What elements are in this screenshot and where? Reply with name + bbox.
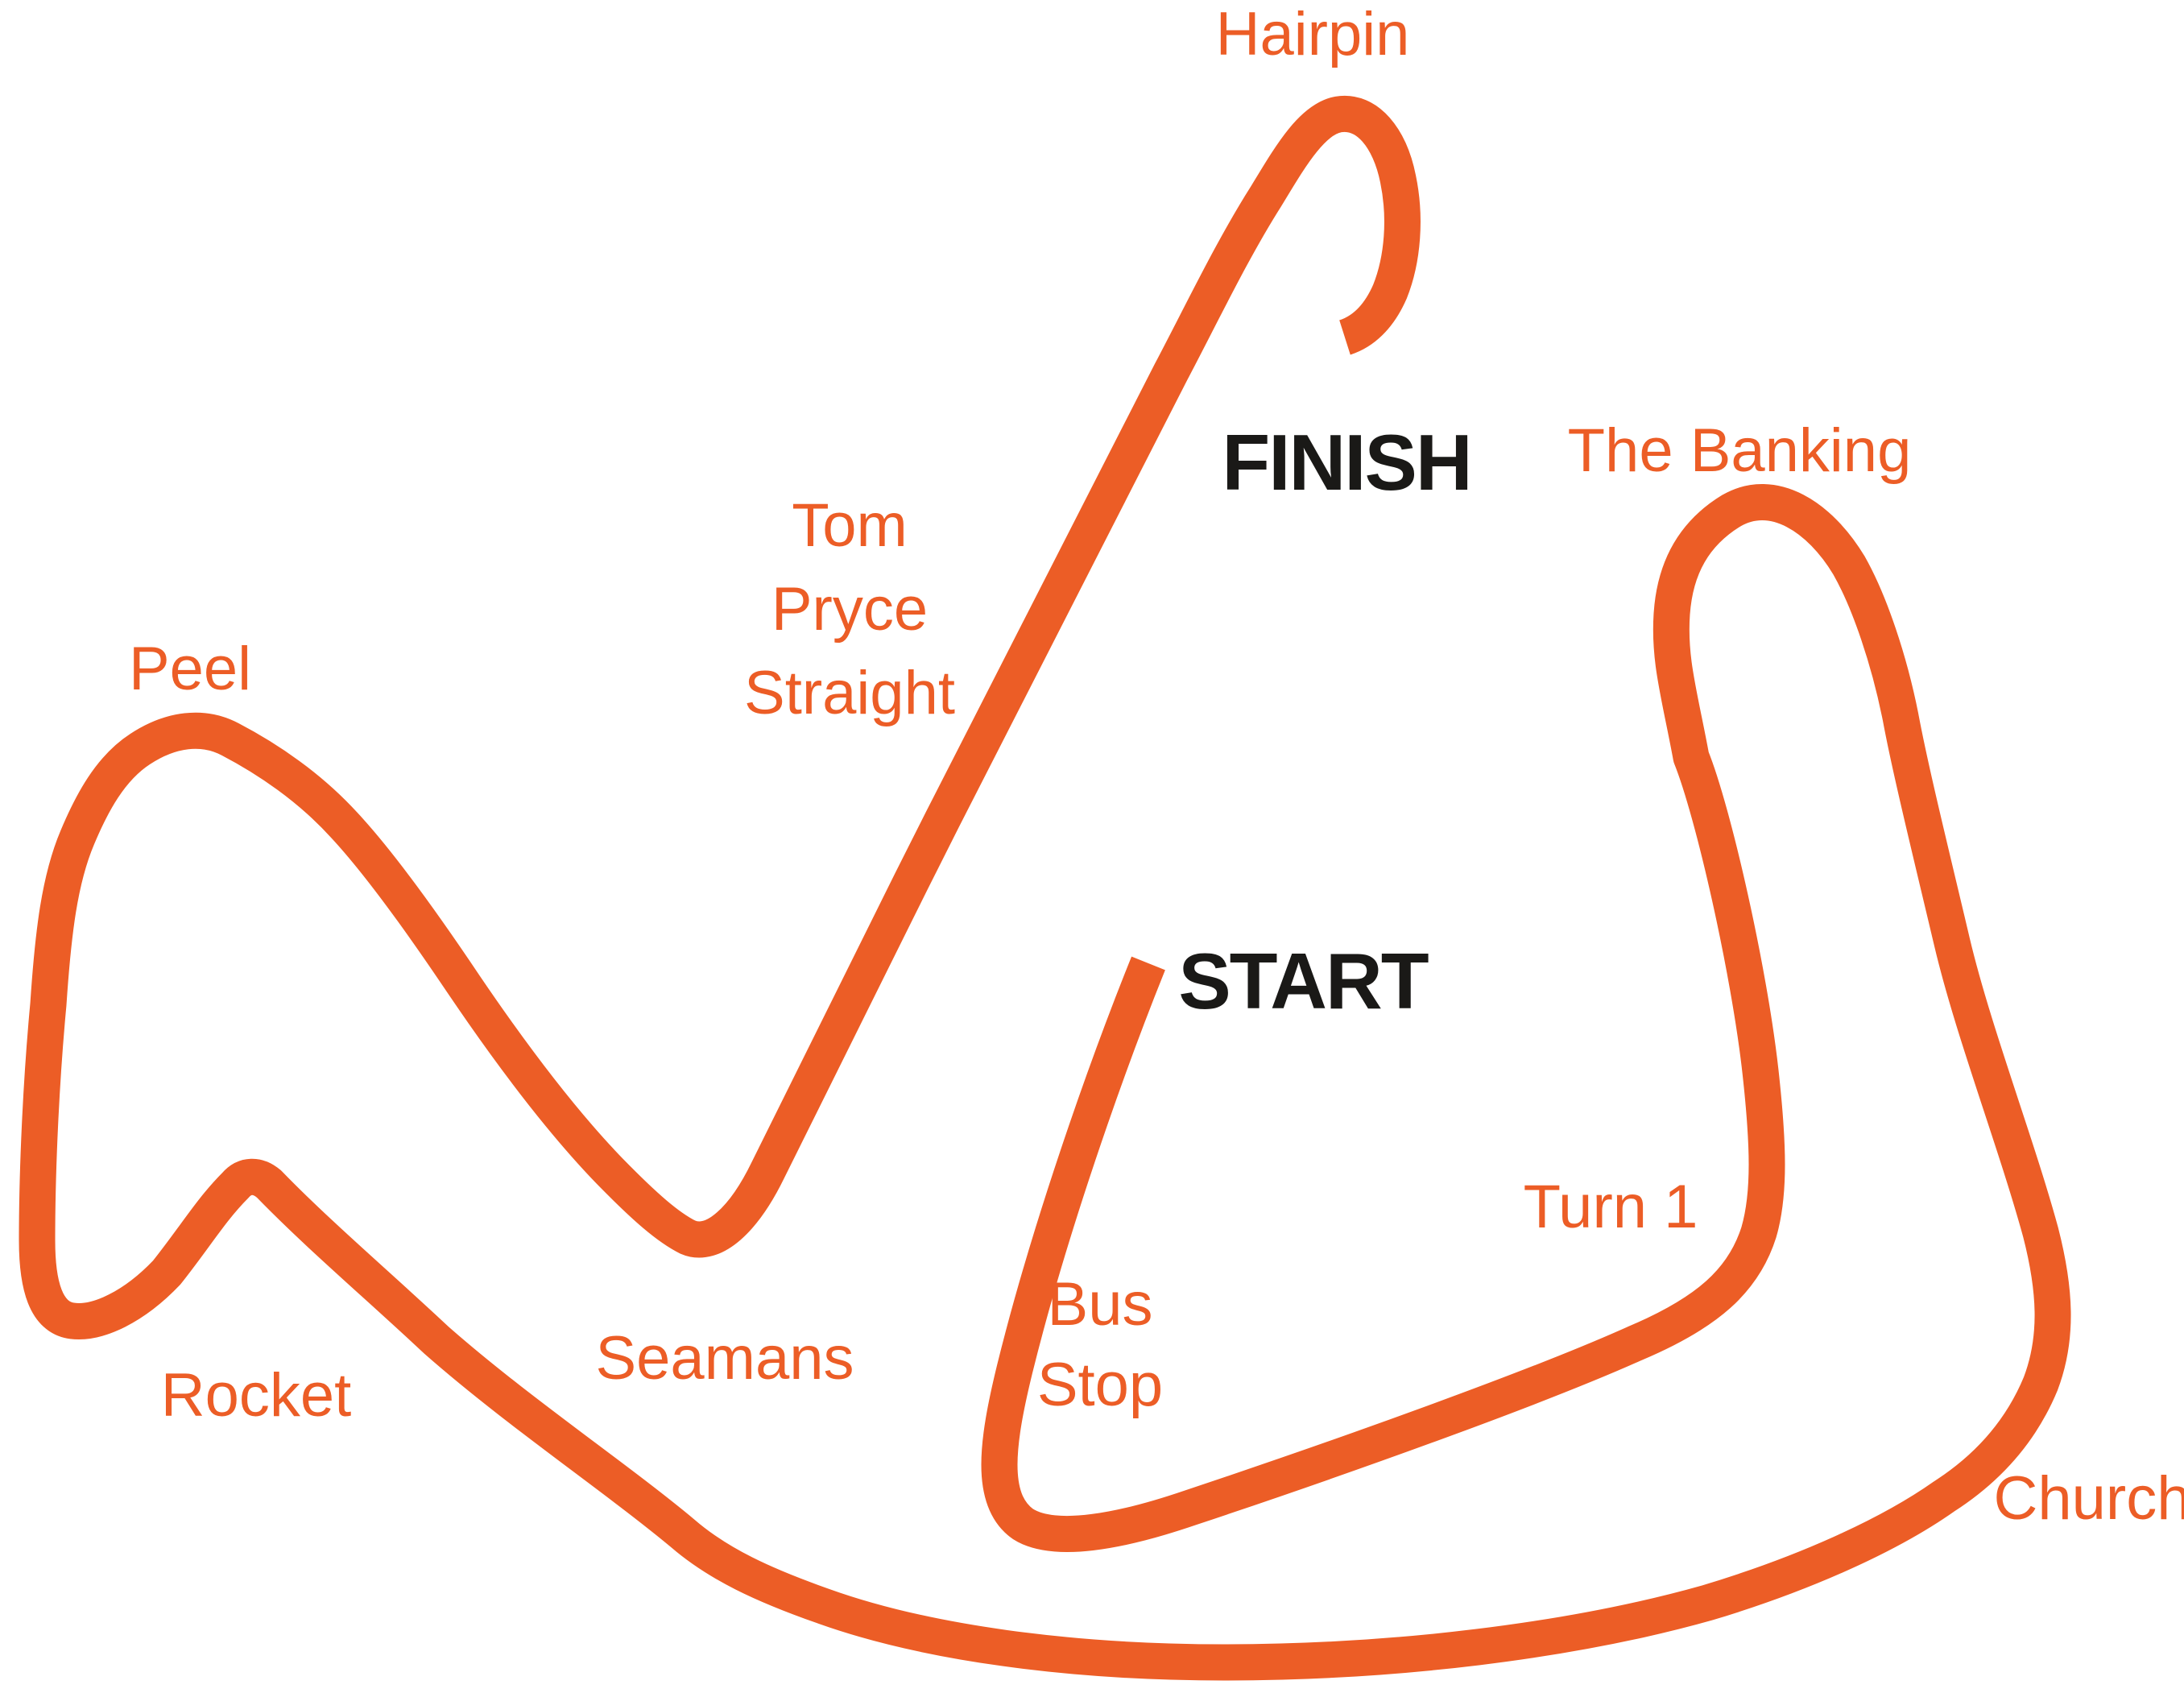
label-finish: FINISH (1222, 418, 1470, 507)
label-tom-pryce-straight: Tom Pryce Straight (744, 491, 955, 727)
label-the-banking: The Banking (1568, 416, 1912, 485)
label-tom-pryce-line2: Pryce (771, 575, 928, 644)
label-bus-stop-line2: Stop (1037, 1351, 1163, 1419)
label-peel: Peel (129, 635, 251, 703)
label-turn-1: Turn 1 (1524, 1173, 1698, 1241)
label-hairpin: Hairpin (1216, 0, 1410, 68)
label-seamans: Seamans (595, 1324, 854, 1393)
label-tom-pryce-line3: Straight (744, 659, 955, 727)
label-start: START (1178, 937, 1428, 1025)
track-path (19, 95, 2071, 1681)
label-church: Church (1994, 1464, 2184, 1533)
label-bus-stop-line1: Bus (1048, 1270, 1153, 1339)
label-rocket: Rocket (161, 1361, 352, 1430)
label-bus-stop: Bus Stop (1037, 1270, 1163, 1419)
label-tom-pryce-line1: Tom (792, 491, 908, 560)
